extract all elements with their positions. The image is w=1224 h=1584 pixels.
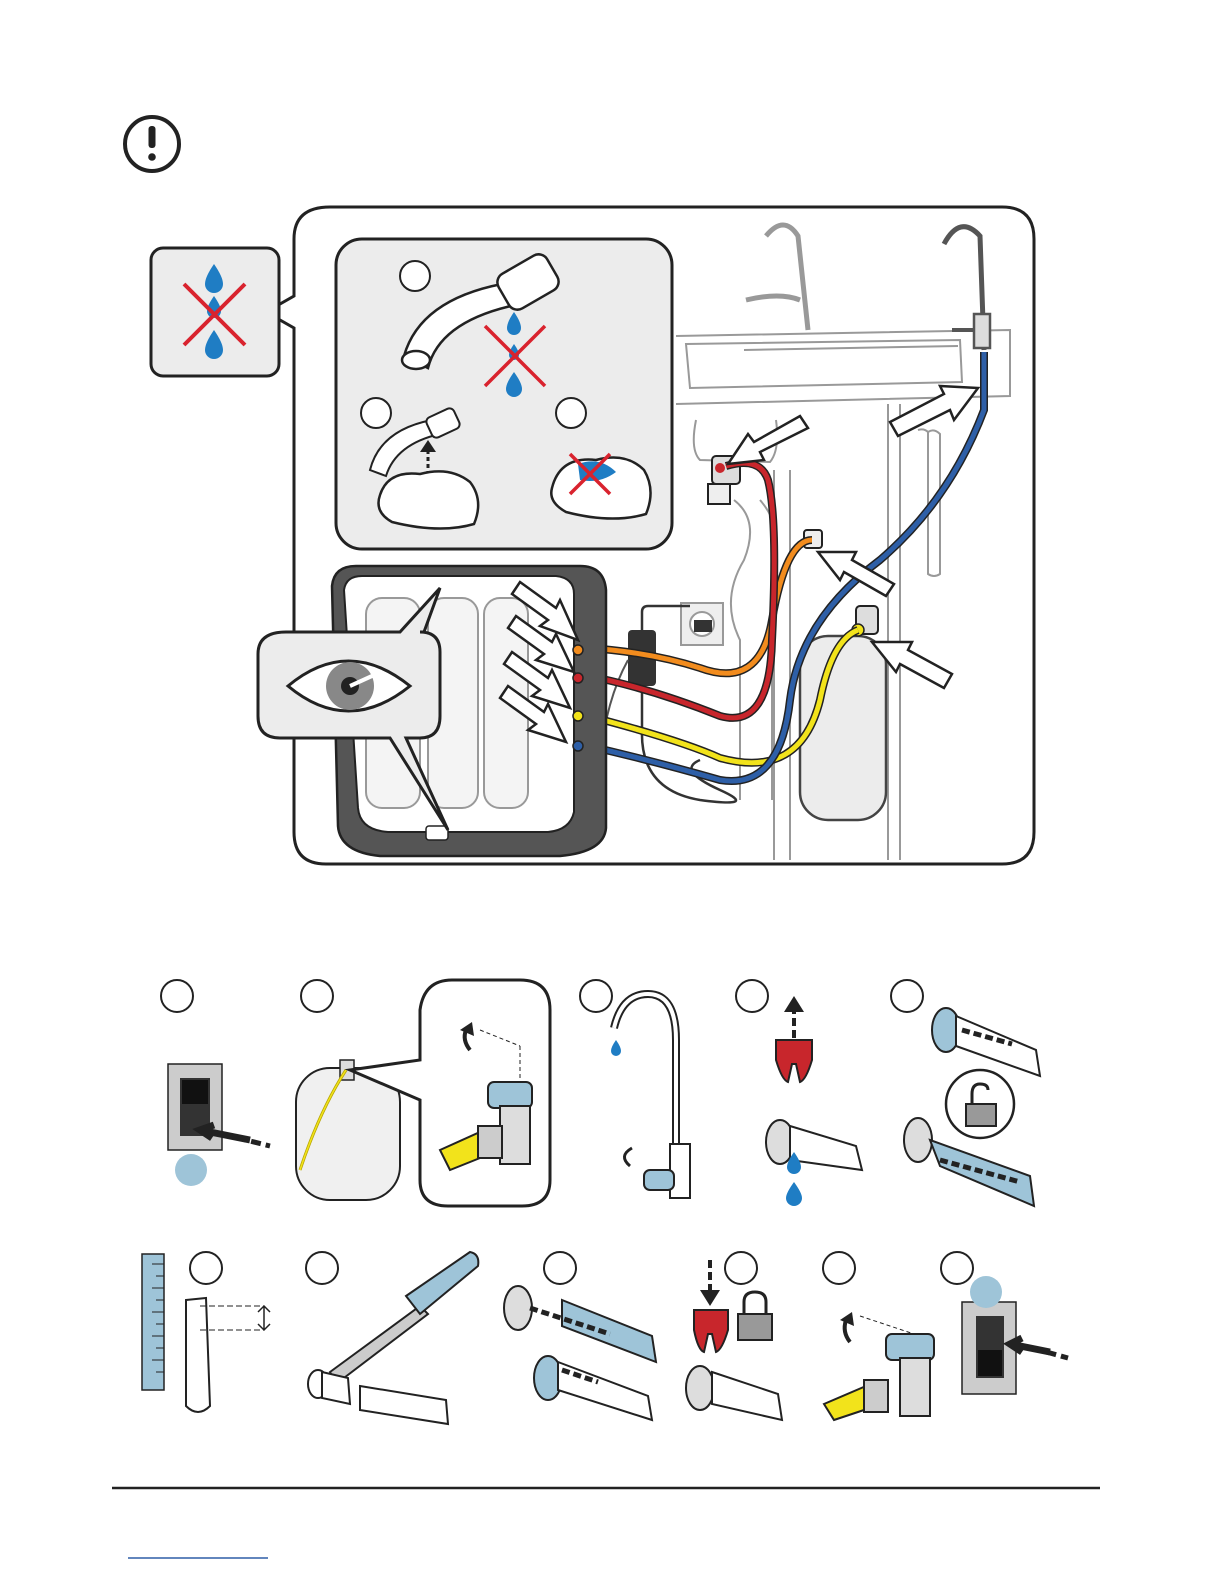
paper-towel-icon [379,471,479,528]
step-circle [544,1252,576,1284]
step-circle [891,980,923,1012]
step-circle [400,261,430,291]
step-circle [556,398,586,428]
lock-icon [738,1292,772,1340]
step-circle [306,1252,338,1284]
steps-row-1 [161,980,1040,1206]
step-circle [736,980,768,1012]
step-circle [725,1252,757,1284]
tube-insert-icon [504,1286,656,1420]
clip-remove-icon [766,996,862,1206]
power-switch-icon [168,1064,270,1186]
power-switch-on-icon [962,1276,1068,1394]
step-circle [823,1252,855,1284]
ro-faucet-open-icon [611,994,690,1198]
leak-check-panel [336,239,672,549]
step-circle [580,980,612,1012]
steps-row-2 [142,1252,1068,1424]
step-circle [941,1252,973,1284]
step-circle [301,980,333,1012]
step-circle [361,398,391,428]
clip-lock-icon [686,1260,782,1420]
tank-valve-open-icon [824,1312,934,1420]
tank-valve-close-icon [296,980,550,1206]
step-circle [190,1252,222,1284]
exclamation-circle-icon [125,117,179,171]
no-leak-callout [151,248,279,376]
step-circle [161,980,193,1012]
tube-release-icon [904,1008,1040,1206]
